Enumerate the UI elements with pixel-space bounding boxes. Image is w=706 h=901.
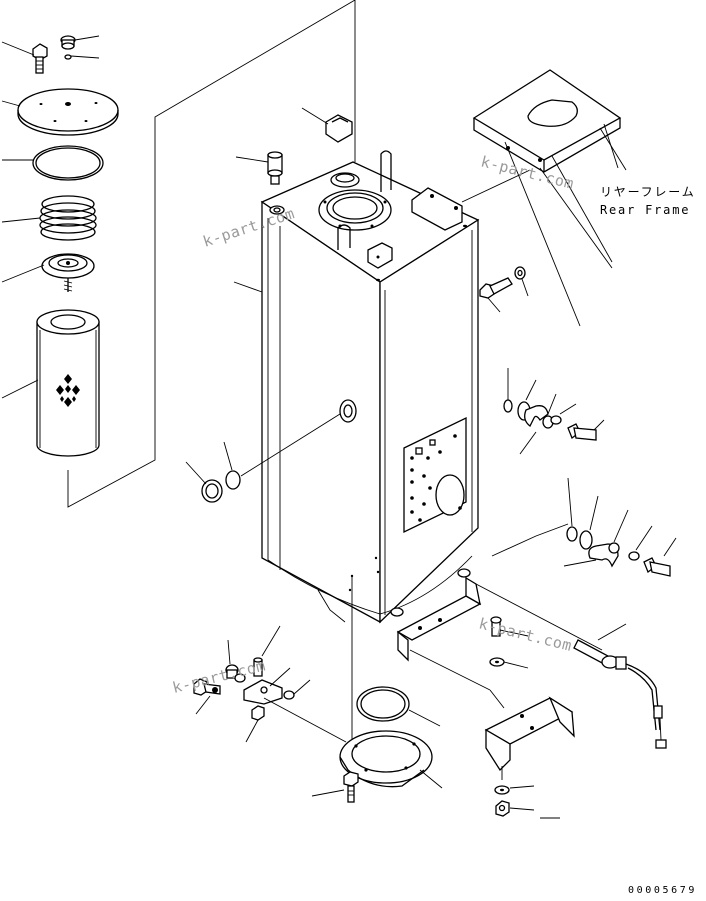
- bolt-upper: [479, 266, 529, 313]
- drawing-number: 00005679: [628, 885, 697, 896]
- filter-element: [36, 309, 100, 457]
- level-sensor: [573, 623, 667, 749]
- bypass-valve: [41, 253, 95, 292]
- drain-cover: [311, 576, 443, 803]
- watermark: k-part.com: [477, 614, 574, 655]
- plug-top: [60, 35, 76, 50]
- bolt-top: [32, 43, 48, 74]
- right-bracket: [484, 696, 575, 819]
- spring: [39, 195, 97, 241]
- filter-leaders: [1, 35, 100, 399]
- assembly-lines: [67, 0, 356, 508]
- rear-frame-label-jp: リヤーフレーム: [600, 185, 696, 199]
- washer-small: [64, 54, 72, 60]
- clamp-group-lower: [563, 477, 677, 577]
- left-side-parts: [185, 281, 341, 503]
- clamp-group-upper: [503, 368, 605, 455]
- right-fasteners: [479, 266, 677, 577]
- o-ring: [32, 145, 104, 181]
- filter-stack: [1, 35, 119, 457]
- hose-fittings: [193, 625, 347, 743]
- top-parts: [235, 107, 353, 185]
- lower-bracket: [396, 576, 603, 709]
- cover-plate: [17, 88, 119, 136]
- rear-frame-label-en: Rear Frame: [600, 203, 690, 217]
- rear-frame: [461, 69, 627, 327]
- hydraulic-tank: [260, 150, 480, 624]
